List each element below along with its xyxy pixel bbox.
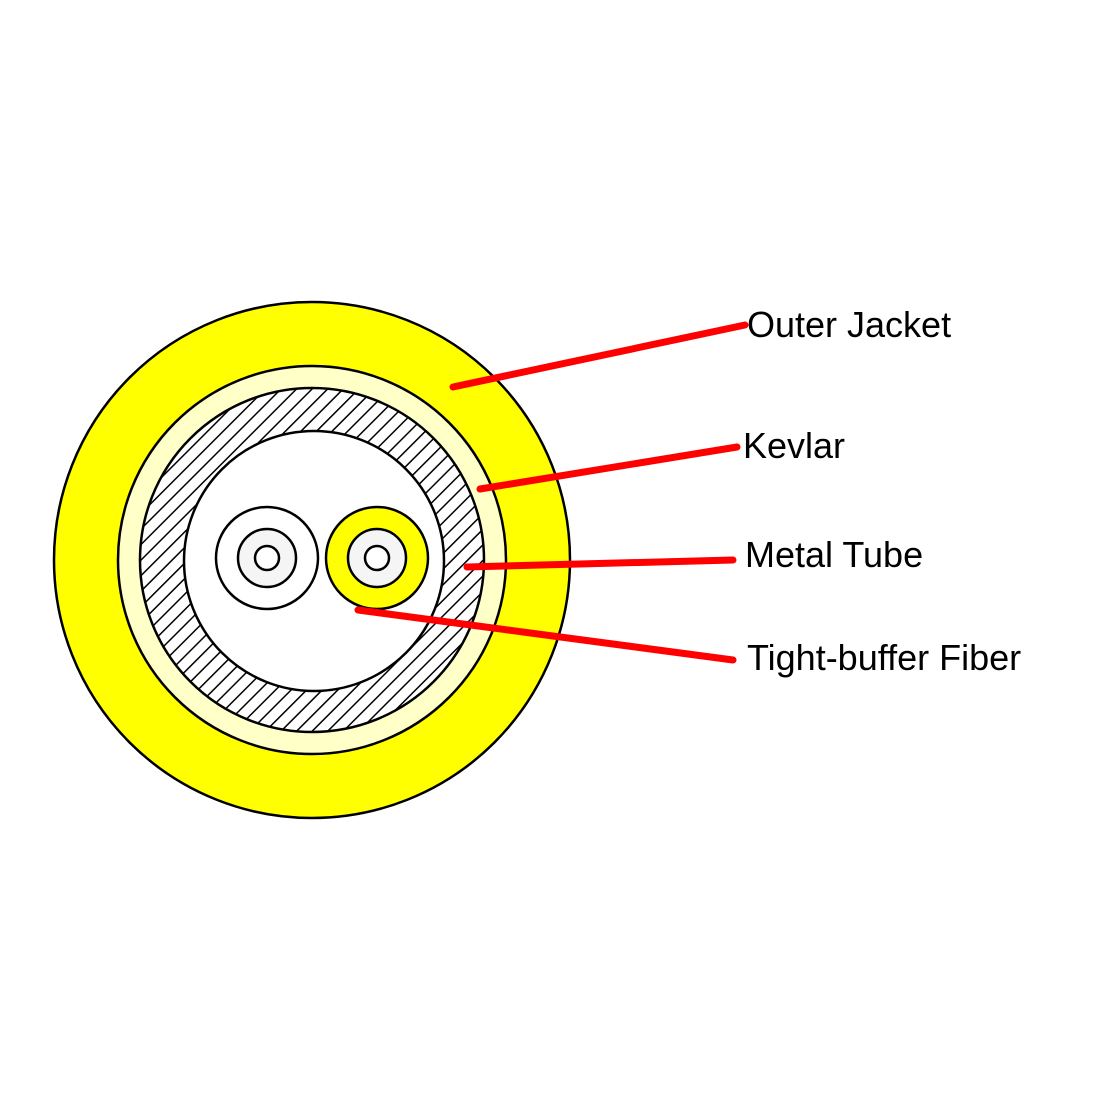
fiber-1: [214, 505, 320, 611]
leader-metal-tube: [463, 556, 737, 571]
leader-tight-buffer-fiber: [354, 606, 737, 664]
label-kevlar: Kevlar: [743, 425, 845, 466]
tight-buffer-fiber: [324, 505, 430, 611]
label-tight-buffer-fiber: Tight-buffer Fiber: [747, 637, 1021, 678]
label-outer-jacket: Outer Jacket: [747, 304, 951, 345]
label-metal-tube: Metal Tube: [745, 534, 923, 575]
leader-kevlar: [476, 443, 741, 493]
leader-outer-jacket: [449, 321, 749, 391]
